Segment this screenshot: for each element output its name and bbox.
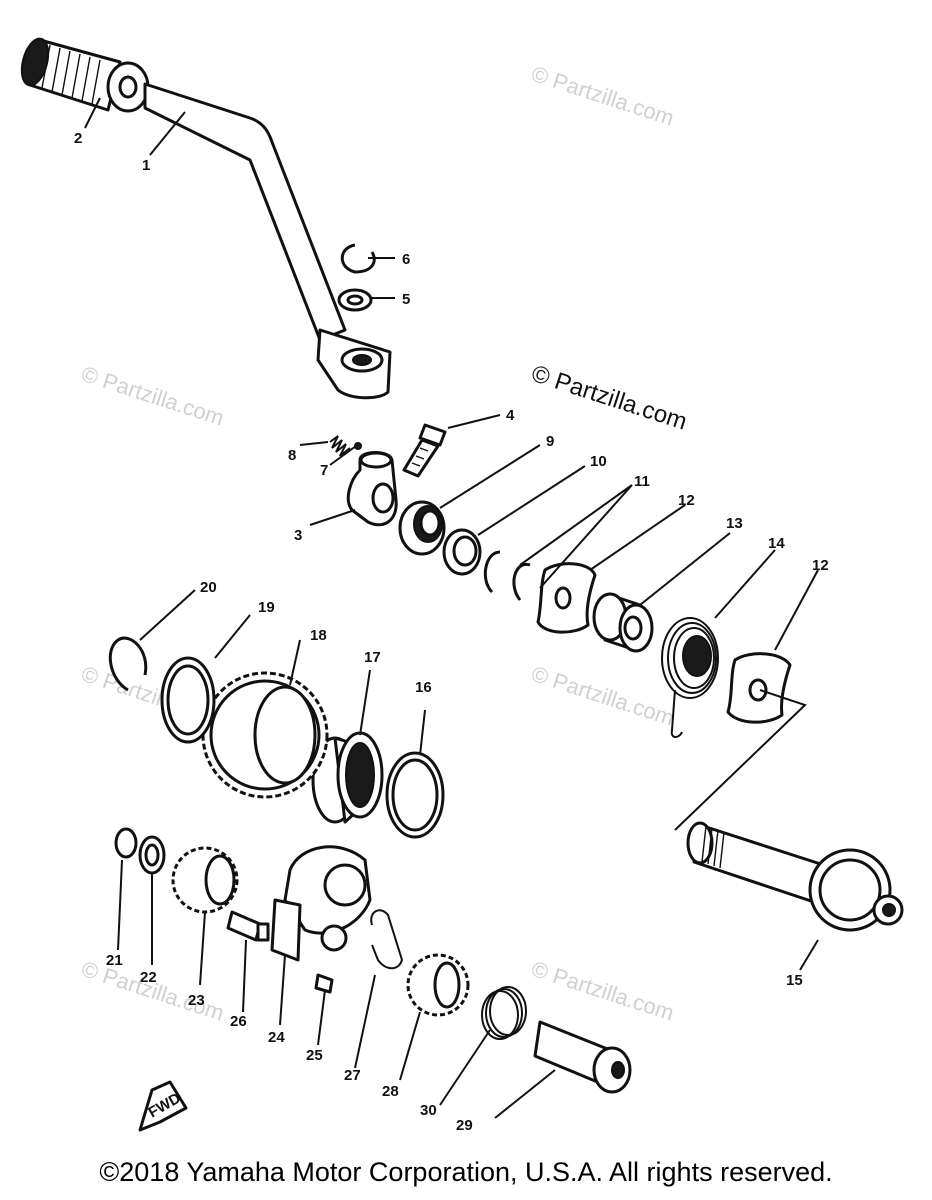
callout-17: 17: [364, 649, 381, 666]
assembly-guide-line: [674, 689, 807, 831]
callout-18: 18: [310, 627, 327, 644]
part-torsion-spring: [661, 617, 719, 738]
callout-1: 1: [142, 157, 150, 174]
callout-7: 7: [320, 462, 328, 479]
watermark-faint: © Partzilla.com: [78, 361, 227, 431]
part-stopper-housing: [270, 845, 372, 962]
part-washer: [160, 656, 216, 744]
part-plate: [536, 562, 597, 634]
callout-14: 14: [768, 535, 785, 552]
callout-25: 25: [306, 1047, 323, 1064]
callout-15: 15: [786, 972, 803, 989]
watermark-faint: © Partzilla.com: [528, 956, 677, 1026]
callout-13: 13: [726, 515, 743, 532]
callout-24: 24: [268, 1029, 285, 1046]
callout-19: 19: [258, 599, 275, 616]
part-circlip: [114, 827, 138, 859]
copyright-notice: ©2018 Yamaha Motor Corporation, U.S.A. A…: [99, 1157, 833, 1187]
part-kick-crank: [143, 82, 392, 400]
callout-2: 2: [74, 130, 82, 147]
part-bolt: [226, 910, 270, 942]
callout-30: 30: [420, 1102, 437, 1119]
leader-lines: [84, 97, 819, 1119]
part-bolt: [402, 423, 447, 478]
callout-26: 26: [230, 1013, 247, 1030]
part-idler-gear: [171, 846, 239, 914]
part-grip: [20, 37, 150, 113]
callout-4: 4: [506, 407, 515, 424]
exploded-parts-diagram: © Partzilla.com © Partzilla.com © Partzi…: [20, 37, 904, 1134]
callout-5: 5: [402, 291, 410, 308]
part-circlip: [483, 550, 531, 601]
part-spring-clip: [370, 909, 404, 970]
part-circlip: [108, 636, 148, 692]
watermark-faint: © Partzilla.com: [78, 956, 227, 1026]
part-ratchet-gear: [406, 953, 470, 1017]
callout-6: 6: [402, 251, 410, 268]
callout-28: 28: [382, 1083, 399, 1100]
part-washer: [138, 835, 166, 875]
callout-22: 22: [140, 969, 157, 986]
watermark-faint: © Partzilla.com: [528, 61, 677, 131]
fwd-arrow-icon: FWD: [138, 1080, 188, 1132]
callout-16: 16: [415, 679, 432, 696]
watermark-faint: © Partzilla.com: [528, 661, 677, 731]
watermark-primary: © Partzilla.com: [528, 360, 690, 436]
callout-21: 21: [106, 952, 123, 969]
part-kick-axle: [686, 821, 904, 932]
part-washer: [385, 751, 445, 839]
part-plate: [726, 652, 792, 724]
part-pin: [314, 973, 334, 994]
callout-23: 23: [188, 992, 205, 1009]
callout-27: 27: [344, 1067, 361, 1084]
part-kick-boss: [346, 451, 398, 527]
callout-29: 29: [456, 1117, 473, 1134]
callout-3: 3: [294, 527, 302, 544]
part-washer: [442, 528, 482, 576]
part-kick-gear: [201, 671, 329, 799]
callout-numbers: 1 2 3 4 5 6 7 8 9 10 11 12 13 14 12 15 1…: [74, 130, 829, 1134]
part-collar: [592, 592, 654, 653]
callout-9: 9: [546, 433, 554, 450]
part-needle-bearing: [311, 731, 384, 824]
part-kick-shaft: [533, 1020, 632, 1094]
callout-20: 20: [200, 579, 217, 596]
callout-12-b: 12: [812, 557, 829, 574]
part-coil-spring: [481, 986, 527, 1040]
part-washer: [337, 288, 373, 312]
part-oil-seal: [398, 500, 446, 556]
callout-8: 8: [288, 447, 296, 464]
callout-10: 10: [590, 453, 607, 470]
callout-12: 12: [678, 492, 695, 509]
part-circlip: [340, 243, 376, 274]
callout-11: 11: [634, 473, 650, 490]
